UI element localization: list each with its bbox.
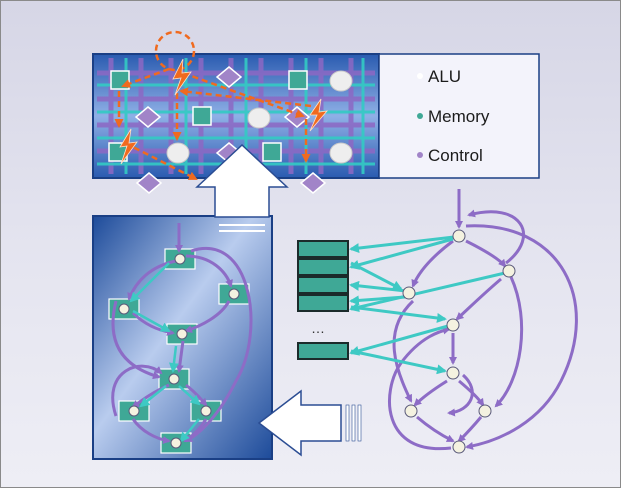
lightning-icon <box>119 128 138 165</box>
dataflow-node <box>446 366 460 380</box>
hotspot-routing-arrows <box>114 30 312 181</box>
legend: ALU Memory Control <box>378 53 540 179</box>
left-arrow-icon <box>257 389 342 457</box>
lightning-icon <box>309 98 328 132</box>
memory-block <box>297 276 349 294</box>
memory-stack-ellipsis: … <box>311 320 325 336</box>
hotspot-lightning-icons <box>119 58 328 165</box>
fabric-memory-tiles <box>108 70 308 162</box>
hotspot-ring <box>154 30 196 72</box>
legend-control-label: Control <box>428 146 483 165</box>
dataflow-node <box>404 404 418 418</box>
leftward-mapping-arrow <box>257 389 362 457</box>
legend-memory-dot <box>417 113 423 119</box>
dataflow-alu-nodes <box>402 229 516 454</box>
mapped-graph-control-edges <box>111 223 253 445</box>
dataflow-node <box>452 440 466 454</box>
lightning-icon <box>172 58 192 96</box>
memory-block <box>297 258 349 276</box>
memory-block <box>297 342 349 360</box>
dataflow-node <box>452 229 466 243</box>
mapped-graph-data-edges <box>129 262 201 443</box>
upward-mapping-arrow <box>195 143 289 232</box>
fabric-alu-tiles <box>166 70 353 164</box>
legend-memory-label: Memory <box>428 107 490 126</box>
dataflow-graph <box>349 189 578 454</box>
memory-block <box>297 240 349 258</box>
legend-alu-label: ALU <box>428 67 461 86</box>
fabric-panel <box>92 30 380 194</box>
dataflow-node <box>502 264 516 278</box>
mapped-graph-panel <box>92 215 273 460</box>
legend-alu-dot <box>417 73 423 79</box>
legend-control-dot <box>417 152 423 158</box>
dataflow-memory-edges <box>349 235 506 375</box>
up-arrow-icon <box>195 143 289 218</box>
memory-block <box>297 294 349 312</box>
dataflow-node <box>478 404 492 418</box>
dataflow-node <box>446 318 460 332</box>
mapped-graph-alu-nodes <box>118 253 240 449</box>
legend-box <box>378 53 540 179</box>
dataflow-node <box>402 286 416 300</box>
memory-stack: … <box>297 240 349 360</box>
dataflow-control-edges <box>388 189 578 451</box>
